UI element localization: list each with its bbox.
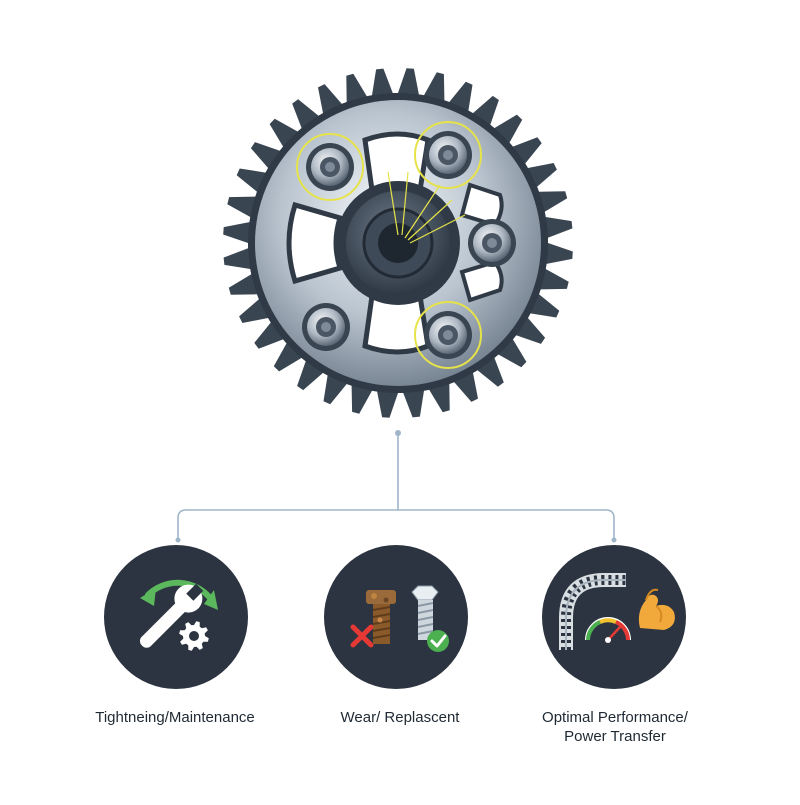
connector-dot-right xyxy=(611,537,617,543)
gauge-icon xyxy=(585,617,631,643)
caption-tightening-maintenance: Tightneing/Maintenance xyxy=(95,709,255,726)
rusty-bolt xyxy=(366,590,396,644)
gear-icon xyxy=(179,621,209,651)
chainring-bolt-4 xyxy=(302,303,350,351)
rusty-bolt-vs-new-bolt-icon xyxy=(324,545,468,689)
flexed-arm-icon xyxy=(638,588,675,630)
chainring-bolt-5 xyxy=(414,301,482,369)
hub-bore xyxy=(378,223,418,263)
connector-tree xyxy=(175,430,617,543)
connector-dot-left xyxy=(175,537,181,543)
wrench-gear-cycle-icon xyxy=(104,545,248,689)
caption-optimal-performance: Optimal Performance/ Power Transfer xyxy=(542,709,688,745)
new-bolt xyxy=(411,585,439,640)
chainring-sprocket xyxy=(223,68,573,418)
connector-branch xyxy=(177,509,615,540)
sprocket-cutout-left xyxy=(286,201,344,285)
chainring-bolt-3 xyxy=(468,219,516,267)
chainring-bolt-2 xyxy=(414,121,482,189)
highlight-lines xyxy=(387,171,466,244)
caption-wear-replacement: Wear/ Replascent xyxy=(340,709,460,726)
tire-gauge-flexed-arm-icon xyxy=(542,545,686,689)
cross-icon xyxy=(350,624,374,648)
check-icon xyxy=(427,630,449,652)
chainring-bolt-1 xyxy=(296,133,364,201)
